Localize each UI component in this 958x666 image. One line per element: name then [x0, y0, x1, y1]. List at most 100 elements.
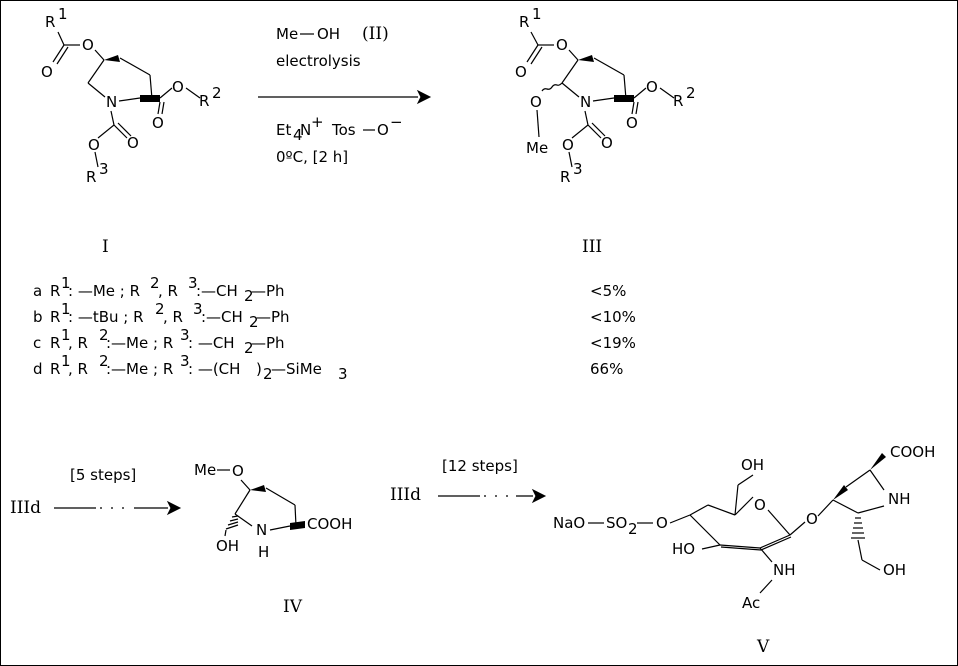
superscript: 3 — [180, 352, 190, 370]
yield-d: 66% — [590, 360, 623, 378]
atom-O: O — [41, 63, 53, 81]
atom-NaO: NaO — [553, 514, 585, 532]
atom-N: N — [256, 521, 267, 539]
row-text: —Ph — [251, 334, 285, 352]
compound-IV-structure: Me O N H COOH OH — [194, 461, 352, 561]
superscript: − — [390, 113, 403, 131]
row-text: , R — [68, 360, 88, 378]
row-letter: b — [33, 308, 43, 326]
atom-OH: OH — [741, 456, 764, 474]
subscript: 2 — [249, 313, 259, 331]
reagent-oh: OH — [317, 25, 340, 43]
superscript: 3 — [193, 300, 203, 318]
row-r: R — [50, 360, 60, 378]
atom-O: O — [82, 36, 94, 54]
superscript: 2 — [155, 300, 165, 318]
atom-N: N — [106, 93, 117, 111]
reagent-me: Me — [276, 25, 298, 43]
atom-O: O — [562, 136, 574, 154]
step-to-V: IIId [12 steps] — [390, 457, 547, 505]
atom-O: O — [806, 510, 818, 528]
atom-R: R — [673, 92, 683, 110]
atom-OH: OH — [216, 537, 239, 555]
label-V: V — [756, 637, 770, 657]
reagent-ii: (II) — [362, 24, 389, 44]
atom-NH: NH — [888, 490, 911, 508]
atom-HO: HO — [672, 540, 695, 558]
atom-Ac: Ac — [742, 594, 760, 612]
superscript: 2 — [212, 84, 222, 102]
atom-NH: NH — [773, 561, 796, 579]
atom-O: O — [530, 93, 542, 111]
reagent-n: N — [300, 121, 311, 139]
row-r: R — [50, 308, 60, 326]
reagent-et: Et — [276, 121, 291, 139]
atom-R: R — [45, 13, 55, 31]
atom-O: O — [88, 136, 100, 154]
row-letter: a — [33, 282, 42, 300]
subscript: 4 — [293, 126, 303, 144]
label-IV: IV — [283, 597, 303, 617]
row-letter: c — [33, 334, 41, 352]
reagent-tos: Tos — [331, 121, 356, 139]
superscript: 3 — [99, 160, 109, 178]
source-IIId: IIId — [10, 498, 41, 518]
atom-N: N — [580, 93, 591, 111]
reagent-electrolysis: electrolysis — [276, 52, 361, 70]
superscript: 3 — [188, 274, 198, 292]
atom-SO: SO — [606, 514, 627, 532]
atom-O: O — [152, 114, 164, 132]
source-IIId: IIId — [390, 485, 421, 505]
atom-R: R — [199, 92, 209, 110]
compound-III-structure: R 1 O O N O R 2 O O Me O O R 3 — [515, 5, 696, 186]
atom-O: O — [626, 114, 638, 132]
row-text: —Ph — [251, 282, 285, 300]
atom-O: O — [754, 496, 766, 514]
row-r: R — [50, 282, 60, 300]
atom-O: O — [172, 78, 184, 96]
atom-R: R — [560, 168, 570, 186]
compound-I-structure: R 1 O O N O R 2 O O O R 3 — [41, 5, 222, 186]
superscript: 1 — [532, 5, 542, 23]
superscript: 3 — [180, 326, 190, 344]
row-text: :—Me ; R — [106, 334, 173, 352]
yield-b: <10% — [590, 308, 636, 326]
row-text: , R — [163, 308, 183, 326]
atom-R: R — [86, 168, 96, 186]
superscript: 1 — [61, 352, 71, 370]
row-text: : —(CH — [188, 360, 240, 378]
reaction-conditions: Me OH (II) electrolysis Et 4 N + Tos O −… — [258, 24, 432, 166]
yield-c: <19% — [590, 334, 636, 352]
row-text: :—Me ; R — [106, 360, 173, 378]
steps-label-IV: [5 steps] — [70, 466, 136, 484]
atom-O: O — [556, 36, 568, 54]
atom-O: O — [656, 514, 668, 532]
row-letter: d — [33, 360, 43, 378]
superscript: 2 — [99, 352, 109, 370]
row-text: : —tBu ; R — [68, 308, 144, 326]
row-text: ) — [256, 360, 262, 378]
atom-O: O — [515, 63, 527, 81]
superscript: 2 — [686, 84, 696, 102]
atom-COOH: COOH — [307, 515, 352, 533]
superscript: 1 — [58, 5, 68, 23]
yield-a: <5% — [590, 282, 626, 300]
row-text: —SiMe — [271, 360, 322, 378]
atom-Me: Me — [526, 139, 548, 157]
reagent-o: O — [377, 121, 389, 139]
subscript: 3 — [338, 365, 348, 383]
step-to-IV: IIId [5 steps] — [10, 466, 182, 518]
atom-H: H — [258, 543, 269, 561]
atom-O: O — [232, 462, 244, 480]
row-text: —Ph — [256, 308, 290, 326]
subscript: 2 — [244, 287, 254, 305]
row-text: :—CH — [196, 282, 238, 300]
superscript: 2 — [150, 274, 160, 292]
superscript: 1 — [61, 274, 71, 292]
row-text: , R — [158, 282, 178, 300]
label-III: III — [582, 237, 602, 257]
atom-Me: Me — [194, 461, 216, 479]
atom-O: O — [601, 134, 613, 152]
row-text: :—CH — [201, 308, 243, 326]
